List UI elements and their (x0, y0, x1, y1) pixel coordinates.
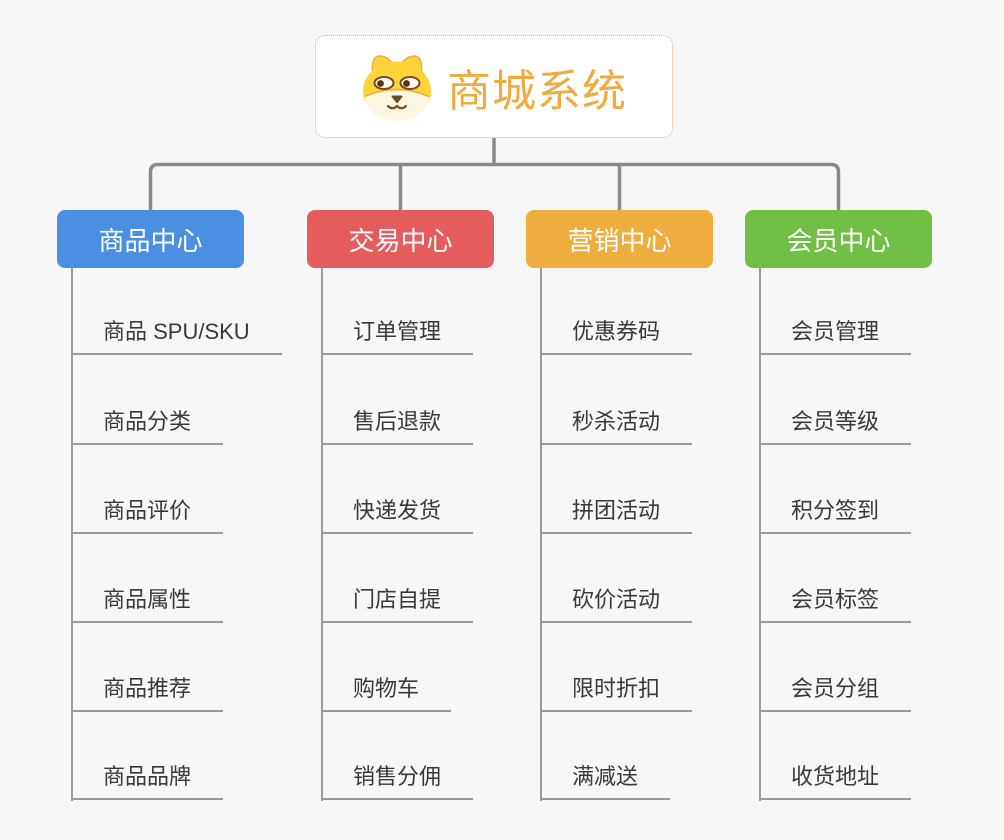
leaf-node[interactable]: 限时折扣 (540, 674, 693, 712)
leaf-node[interactable]: 商品评价 (71, 496, 224, 534)
branch-member-center[interactable]: 会员中心 (745, 210, 932, 268)
leaf-node[interactable]: 商品 SPU/SKU (71, 317, 282, 355)
leaf-node[interactable]: 商品属性 (71, 585, 224, 623)
branch-spine-line (321, 268, 323, 801)
leaf-node[interactable]: 拼团活动 (540, 496, 693, 534)
leaf-node[interactable]: 会员等级 (759, 407, 912, 445)
shiba-dog-icon (363, 54, 431, 120)
leaf-node[interactable]: 满减送 (540, 762, 671, 800)
branch-spine-line (71, 268, 73, 801)
leaf-node[interactable]: 订单管理 (321, 317, 474, 355)
leaf-node[interactable]: 砍价活动 (540, 585, 693, 623)
leaf-node[interactable]: 商品品牌 (71, 762, 224, 800)
leaf-node[interactable]: 商品推荐 (71, 674, 224, 712)
root-title: 商城系统 (447, 66, 627, 116)
leaf-node[interactable]: 快递发货 (321, 496, 474, 534)
root-node[interactable]: 商城系统 (315, 35, 673, 138)
branch-spine-line (540, 268, 542, 801)
leaf-node[interactable]: 会员管理 (759, 317, 912, 355)
leaf-node[interactable]: 收货地址 (759, 762, 912, 800)
leaf-node[interactable]: 购物车 (321, 674, 452, 712)
leaf-node[interactable]: 商品分类 (71, 407, 224, 445)
leaf-node[interactable]: 秒杀活动 (540, 407, 693, 445)
leaf-node[interactable]: 会员分组 (759, 674, 912, 712)
leaf-node[interactable]: 门店自提 (321, 585, 474, 623)
branch-spine-line (759, 268, 761, 801)
leaf-node[interactable]: 积分签到 (759, 496, 912, 534)
leaf-node[interactable]: 售后退款 (321, 407, 474, 445)
leaf-node[interactable]: 会员标签 (759, 585, 912, 623)
leaf-node[interactable]: 优惠券码 (540, 317, 693, 355)
branch-marketing-center[interactable]: 营销中心 (526, 210, 713, 268)
branch-product-center[interactable]: 商品中心 (57, 210, 244, 268)
leaf-node[interactable]: 销售分佣 (321, 762, 474, 800)
branch-trade-center[interactable]: 交易中心 (307, 210, 494, 268)
